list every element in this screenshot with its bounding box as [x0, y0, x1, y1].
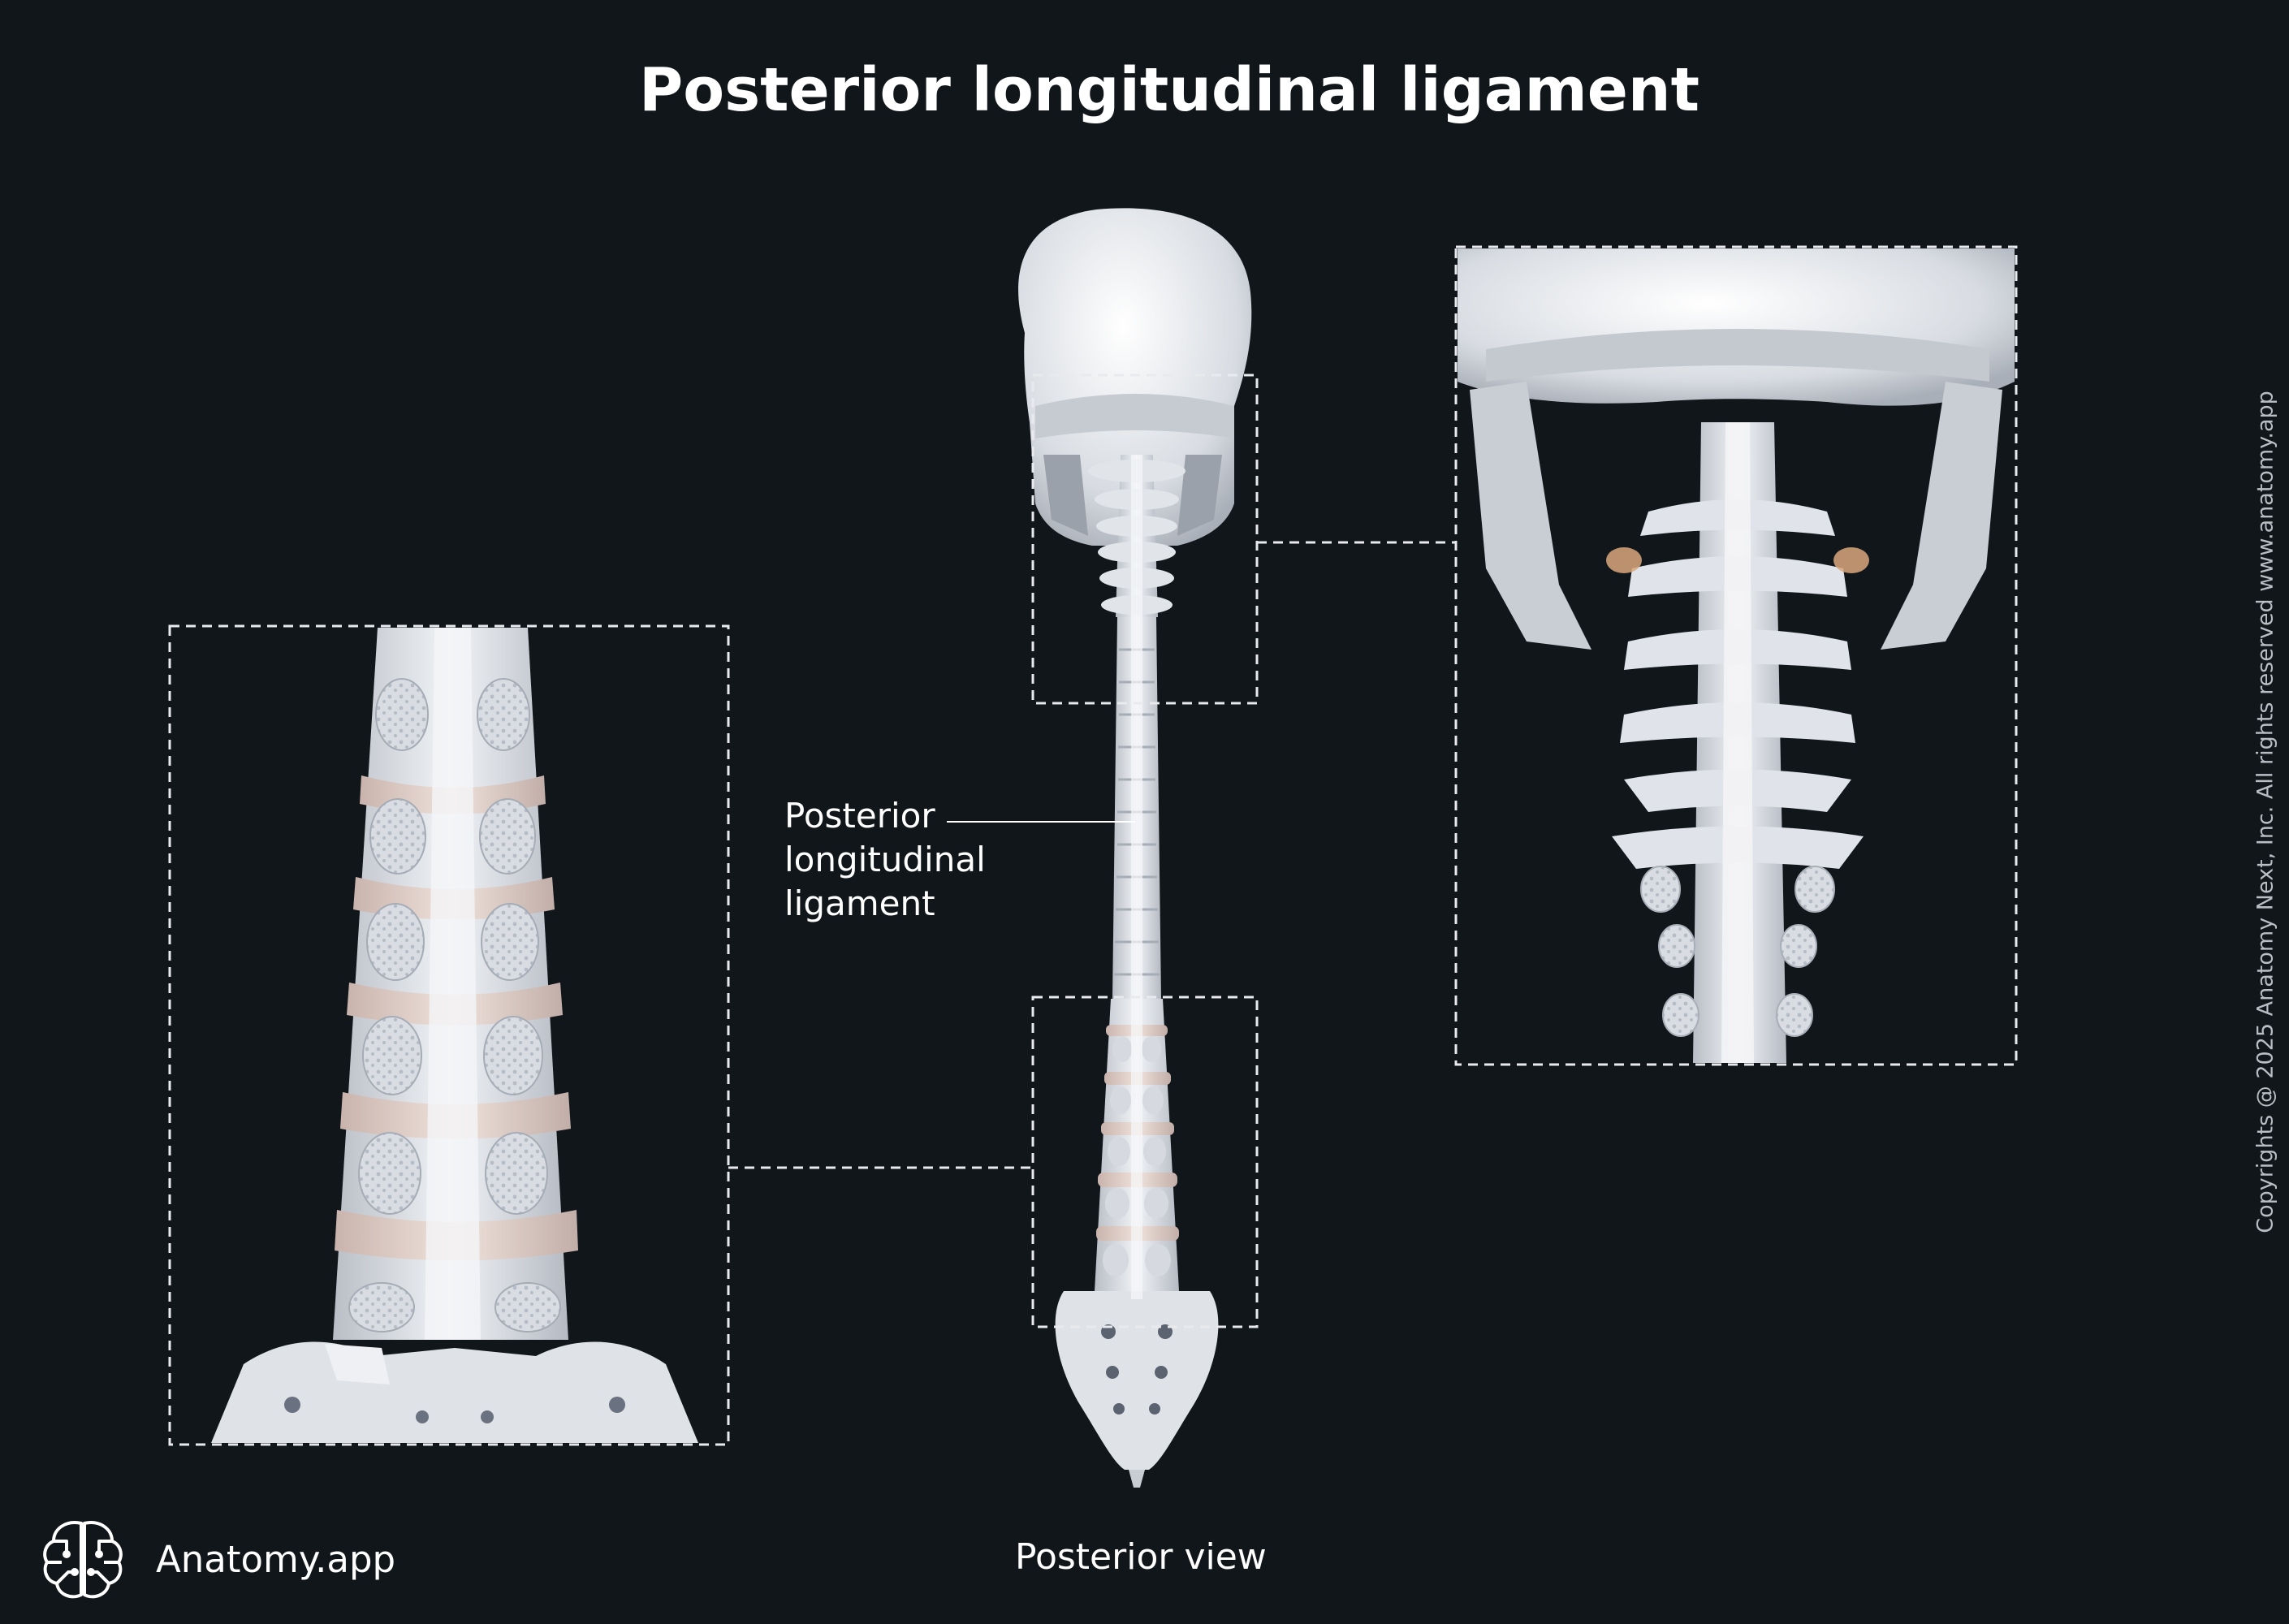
brand-name: Anatomy.app: [156, 1537, 396, 1581]
center-spine-figure: [1018, 208, 1252, 1488]
cervical-detail-illustration: [1458, 248, 2015, 1063]
lumbar-detail-illustration: [211, 628, 698, 1443]
view-caption: Posterior view: [1015, 1536, 1267, 1578]
posterior-longitudinal-ligament-strip: [1131, 455, 1142, 1299]
skull-mandible-left: [1043, 455, 1088, 536]
lumbar-detail-frame: [168, 624, 730, 1446]
coccyx: [1129, 1470, 1145, 1488]
skull-mandible-right: [1177, 455, 1222, 536]
page-title: Posterior longitudinal ligament: [639, 55, 1699, 125]
ligament-label-line-1: Posterior: [784, 796, 935, 836]
copyright-notice: Copyrights @ 2025 Anatomy Next, Inc. All…: [2252, 391, 2278, 1233]
brand-logo-space: [42, 1518, 123, 1600]
skull-occipital-ridge: [1035, 394, 1234, 438]
ligament-label-line-3: ligament: [784, 883, 935, 923]
brain-icon: [43, 1521, 123, 1599]
ligament-label: Posterior longitudinal ligament: [784, 794, 1077, 926]
lumbar-pedicle-cuts: [1103, 1036, 1171, 1276]
ligament-label-line-2: longitudinal: [784, 840, 986, 879]
cervical-detail-frame: [1454, 245, 2018, 1066]
sacrum: [1055, 1291, 1219, 1470]
lower-zoom-marker-box: [1031, 996, 1259, 1328]
brand: Anatomy.app: [42, 1518, 395, 1600]
